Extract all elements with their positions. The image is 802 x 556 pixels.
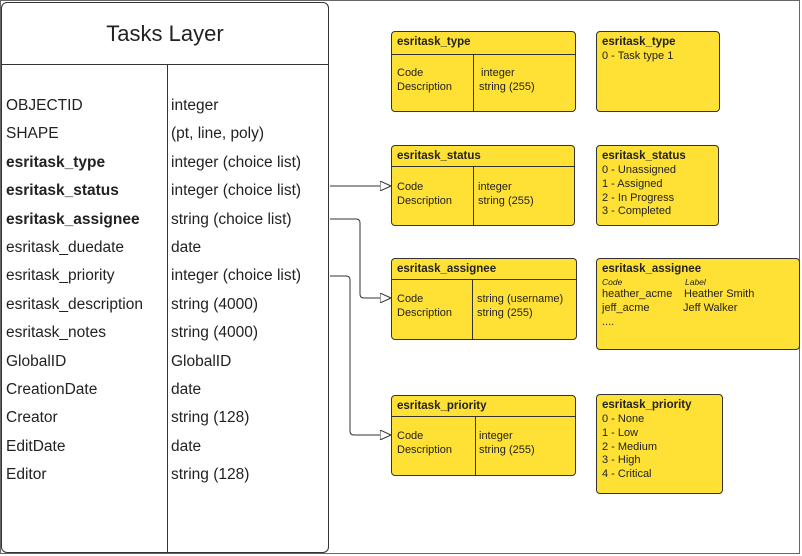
description-label: Description	[397, 444, 453, 456]
field-type: string (128)	[171, 466, 250, 483]
field-type: string (4000)	[171, 324, 259, 341]
domain-value-item: 3 - High	[602, 454, 641, 467]
field-name: esritask_assignee	[6, 211, 140, 228]
field-type: integer	[171, 97, 219, 114]
layer-title: Tasks Layer	[2, 3, 328, 65]
column-divider	[167, 65, 168, 553]
tasks-layer-table: Tasks Layer	[1, 2, 329, 553]
description-label: Description	[397, 195, 453, 207]
values-box-assignee: esritask_assignee Code Label heather_acm…	[596, 258, 800, 350]
values-title: esritask_assignee	[602, 263, 702, 275]
col-header-code: Code	[602, 277, 623, 287]
description-type: string (255)	[478, 195, 534, 207]
code-label: Code	[397, 293, 424, 305]
code-type: integer	[479, 430, 513, 442]
domain-value-item: 0 - Task type 1	[602, 50, 674, 62]
assignee-code: heather_acme	[602, 288, 673, 300]
values-box-type: esritask_type 0 - Task type 1	[596, 31, 720, 112]
field-name: esritask_status	[6, 182, 119, 199]
description-type: string (255)	[479, 444, 535, 456]
field-name: esritask_duedate	[6, 239, 125, 256]
field-type: date	[171, 438, 202, 455]
box-column-divider	[472, 279, 473, 340]
box-column-divider	[473, 166, 474, 226]
box-column-divider	[473, 54, 474, 112]
domain-box-status: esritask_status Code Description integer…	[391, 145, 575, 226]
field-type: date	[171, 381, 202, 398]
field-name: GlobalID	[6, 353, 67, 370]
values-title: esritask_status	[602, 150, 686, 162]
domain-value-item: 1 - Low	[602, 426, 639, 439]
code-type: string (username)	[477, 293, 564, 305]
box-separator	[392, 279, 576, 280]
connector-assignee	[330, 218, 391, 298]
field-type: string (128)	[171, 409, 250, 426]
field-type: GlobalID	[171, 353, 232, 370]
domain-value-item: 0 - Unassigned	[602, 164, 676, 176]
field-type: date	[171, 239, 202, 256]
assignee-code: jeff_acme	[602, 302, 650, 314]
domain-value-item: 2 - In Progress	[602, 191, 675, 204]
domain-box-priority: esritask_priority Code Description integ…	[391, 395, 576, 476]
field-name: esritask_priority	[6, 267, 115, 284]
box-separator	[392, 54, 575, 55]
field-name: CreationDate	[6, 381, 98, 398]
domain-value-item: 0 - None	[602, 413, 645, 425]
box-separator	[392, 166, 574, 167]
field-name: SHAPE	[6, 125, 59, 142]
field-name: Creator	[6, 409, 58, 426]
description-type: string (255)	[479, 81, 535, 93]
description-type: string (255)	[477, 307, 533, 319]
field-name: esritask_type	[6, 154, 106, 171]
domain-title: esritask_assignee	[397, 263, 497, 275]
field-name: EditDate	[6, 438, 66, 455]
code-type: integer	[481, 67, 515, 79]
box-separator	[392, 416, 575, 417]
domain-value-item: 3 - Completed	[602, 205, 672, 218]
domain-box-assignee: esritask_assignee Code Description strin…	[391, 258, 577, 340]
description-label: Description	[397, 81, 453, 93]
domain-title: esritask_priority	[397, 400, 487, 412]
field-type: integer (choice list)	[171, 267, 302, 284]
domain-title: esritask_status	[397, 150, 481, 162]
assignee-more: ....	[602, 316, 615, 328]
domain-value-item: 2 - Medium	[602, 440, 658, 453]
field-type: integer (choice list)	[171, 182, 302, 199]
values-title: esritask_priority	[602, 399, 692, 411]
field-type: (pt, line, poly)	[171, 125, 265, 142]
field-type: string (4000)	[171, 296, 259, 313]
code-label: Code	[397, 430, 424, 442]
field-type: string (choice list)	[171, 211, 292, 228]
code-label: Code	[397, 67, 424, 79]
field-name: Editor	[6, 466, 47, 483]
col-header-label: Label	[685, 277, 706, 287]
description-label: Description	[397, 307, 453, 319]
domain-value-item: 4 - Critical	[602, 468, 652, 481]
connector-priority	[330, 275, 391, 435]
box-column-divider	[475, 416, 476, 476]
field-type: integer (choice list)	[171, 154, 302, 171]
field-name: esritask_description	[6, 296, 143, 313]
assignee-label: Heather Smith	[684, 288, 755, 300]
values-title: esritask_type	[602, 36, 676, 48]
field-name: OBJECTID	[6, 97, 83, 114]
field-name: esritask_notes	[6, 324, 106, 341]
domain-box-type: esritask_type Code Description integer s…	[391, 31, 576, 112]
code-type: integer	[478, 181, 512, 193]
code-label: Code	[397, 181, 424, 193]
assignee-label: Jeff Walker	[683, 302, 738, 314]
domain-value-item: 1 - Assigned	[602, 177, 663, 190]
domain-title: esritask_type	[397, 36, 471, 48]
